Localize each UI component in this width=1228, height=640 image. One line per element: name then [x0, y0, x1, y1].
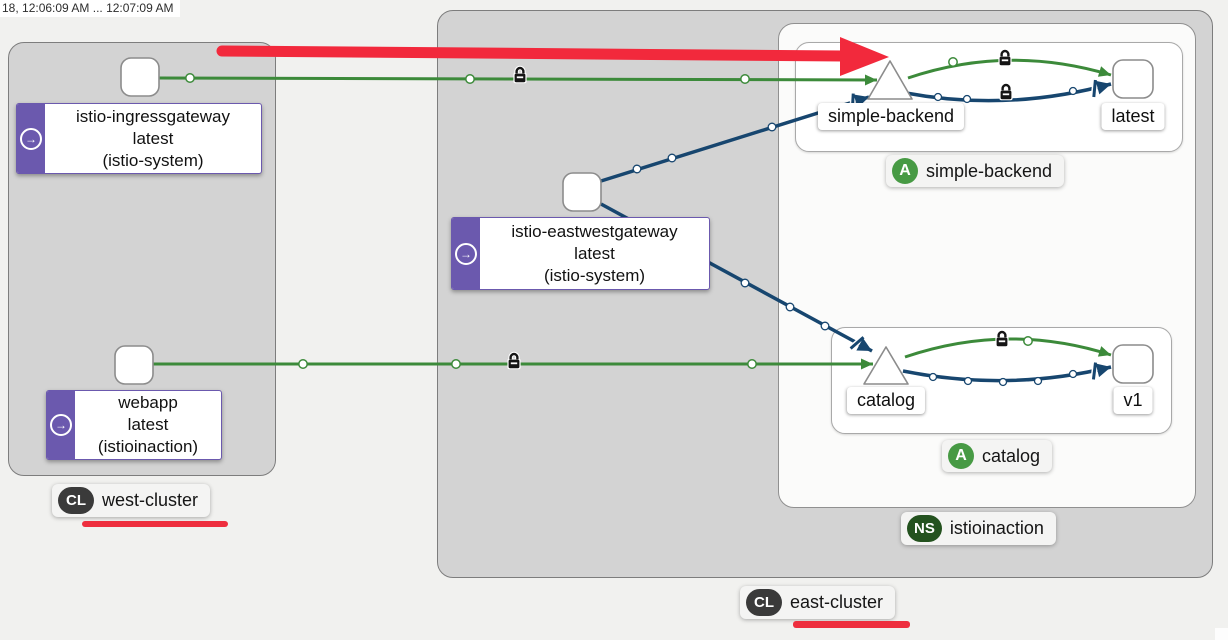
time-range-label: 18, 12:06:09 AM ... 12:07:09 AM [0, 0, 181, 17]
app-icon: A [892, 158, 918, 184]
workload-badge: → [452, 218, 480, 289]
cluster-badge-west[interactable]: CL west-cluster [52, 484, 211, 517]
label-istio-eastwestgateway[interactable]: → istio-eastwestgateway latest (istio-sy… [451, 217, 710, 290]
app-badge-label: simple-backend [926, 160, 1053, 181]
arrow-circle-right-icon: → [455, 242, 477, 265]
workload-label-text: istio-eastwestgateway latest (istio-syst… [511, 221, 678, 285]
workload-label-text: webapp latest (istioinaction) [97, 393, 199, 456]
cluster-badge-label: east-cluster [790, 592, 884, 612]
app-badge-catalog[interactable]: A catalog [942, 440, 1053, 472]
label-version-latest[interactable]: latest [1101, 103, 1165, 130]
namespace-badge-label: istioinaction [949, 518, 1044, 538]
label-service-simple-backend[interactable]: simple-backend [817, 103, 965, 130]
cluster-icon: CL [746, 589, 782, 616]
label-webapp[interactable]: → webapp latest (istioinaction) [46, 390, 222, 460]
annotation-underline-west-cluster [82, 521, 228, 527]
label-service-catalog[interactable]: catalog [846, 387, 926, 414]
app-icon: A [948, 443, 974, 469]
arrow-circle-right-icon: → [50, 414, 72, 436]
workload-badge: → [17, 104, 45, 173]
label-version-v1[interactable]: v1 [1113, 387, 1153, 414]
app-box-catalog[interactable] [831, 327, 1172, 434]
app-badge-simple-backend[interactable]: A simple-backend [886, 155, 1065, 187]
cluster-badge-east[interactable]: CL east-cluster [740, 586, 896, 619]
label-istio-ingressgateway[interactable]: → istio-ingressgateway latest (istio-sys… [16, 103, 262, 174]
canvas-corner [1215, 628, 1228, 640]
namespace-icon: NS [907, 515, 942, 542]
app-badge-label: catalog [982, 445, 1041, 466]
workload-label-text: istio-ingressgateway latest (istio-syste… [75, 106, 230, 170]
arrow-circle-right-icon: → [20, 127, 42, 150]
cluster-badge-label: west-cluster [102, 490, 199, 510]
annotation-underline-east-cluster [793, 621, 910, 628]
app-box-simple-backend[interactable] [795, 42, 1183, 152]
cluster-icon: CL [58, 487, 94, 514]
namespace-badge-istioinaction[interactable]: NS istioinaction [901, 512, 1056, 545]
workload-badge: → [47, 391, 75, 459]
